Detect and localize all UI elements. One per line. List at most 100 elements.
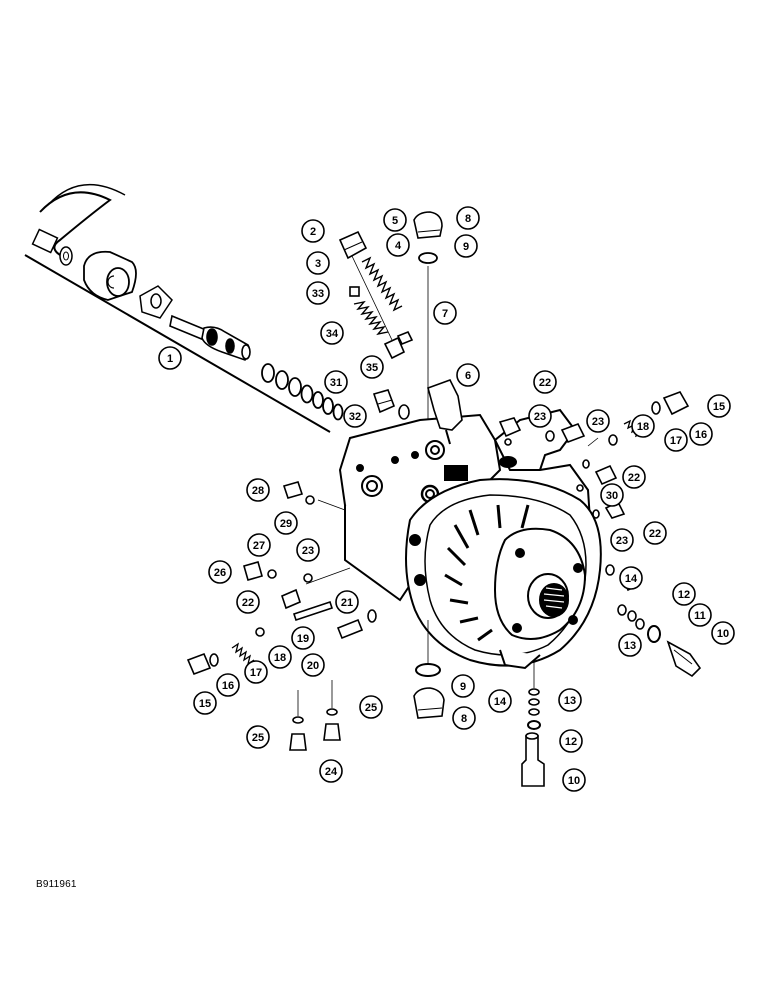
callout-circle xyxy=(707,394,731,418)
callout-number: 28 xyxy=(252,485,264,497)
callout-number: 26 xyxy=(214,567,226,579)
callout-16: 16 xyxy=(216,673,240,697)
callout-number: 13 xyxy=(564,695,576,707)
callout-circle xyxy=(386,233,410,257)
callout-number: 24 xyxy=(325,766,338,778)
callout-number: 15 xyxy=(199,698,211,710)
callout-circle xyxy=(452,706,476,730)
callout-23: 23 xyxy=(296,538,320,562)
callout-22: 22 xyxy=(622,465,646,489)
callout-number: 35 xyxy=(366,362,378,374)
callout-27: 27 xyxy=(247,533,271,557)
callout-circle xyxy=(296,538,320,562)
callout-number: 23 xyxy=(302,545,314,557)
callout-circle xyxy=(246,478,270,502)
callout-circle xyxy=(216,673,240,697)
callout-number: 15 xyxy=(713,401,725,413)
callout-circle xyxy=(600,483,624,507)
callout-circle xyxy=(456,206,480,230)
callout-circle xyxy=(335,590,359,614)
callout-number: 17 xyxy=(670,435,682,447)
callout-9: 9 xyxy=(454,234,478,258)
callout-23: 23 xyxy=(586,409,610,433)
callout-24: 24 xyxy=(319,759,343,783)
callout-number: 19 xyxy=(297,633,309,645)
callout-circle xyxy=(688,603,712,627)
callout-number: 5 xyxy=(392,215,398,227)
callout-number: 20 xyxy=(307,660,319,672)
callout-circle xyxy=(451,674,475,698)
callout-circle xyxy=(456,363,480,387)
callout-number: 25 xyxy=(252,732,264,744)
callout-circle xyxy=(244,660,268,684)
callout-number: 14 xyxy=(494,696,507,708)
figure-id-label: B911961 xyxy=(36,879,77,890)
callout-number: 30 xyxy=(606,490,618,502)
right-parts-drawing xyxy=(413,391,702,787)
callout-number: 31 xyxy=(330,377,342,389)
callout-17: 17 xyxy=(664,428,688,452)
callout-circle xyxy=(631,414,655,438)
callout-circle xyxy=(664,428,688,452)
callout-circle xyxy=(562,768,586,792)
callout-circle xyxy=(343,404,367,428)
callout-circle xyxy=(236,590,260,614)
callout-circle xyxy=(643,521,667,545)
callout-circle xyxy=(158,346,182,370)
callout-number: 10 xyxy=(717,628,729,640)
callout-number: 2 xyxy=(310,226,316,238)
callout-22: 22 xyxy=(533,370,557,394)
callout-number: 7 xyxy=(442,308,448,320)
callout-number: 21 xyxy=(341,597,353,609)
callout-circle xyxy=(610,528,634,552)
callout-23: 23 xyxy=(528,404,552,428)
callout-28: 28 xyxy=(246,478,270,502)
callout-circle xyxy=(301,219,325,243)
callout-circle xyxy=(622,465,646,489)
callout-circle xyxy=(246,725,270,749)
callout-circle xyxy=(193,691,217,715)
callout-number: 18 xyxy=(637,421,649,433)
pump-housing-drawing xyxy=(338,408,602,670)
callout-13: 13 xyxy=(558,688,582,712)
callout-number: 27 xyxy=(253,540,265,552)
callout-16: 16 xyxy=(689,422,713,446)
callout-circle xyxy=(689,422,713,446)
callout-number: 23 xyxy=(534,411,546,423)
callout-circle xyxy=(324,370,348,394)
callout-14: 14 xyxy=(619,566,643,590)
callout-3: 3 xyxy=(306,251,330,275)
callout-number: 22 xyxy=(628,472,640,484)
callout-25: 25 xyxy=(359,695,383,719)
callout-22: 22 xyxy=(643,521,667,545)
callout-14: 14 xyxy=(488,689,512,713)
callout-18: 18 xyxy=(631,414,655,438)
callout-20: 20 xyxy=(301,653,325,677)
callout-circle xyxy=(383,208,407,232)
callout-31: 31 xyxy=(324,370,348,394)
callout-circle xyxy=(320,321,344,345)
callout-number: 3 xyxy=(315,258,321,270)
callout-circle xyxy=(433,301,457,325)
callout-10: 10 xyxy=(711,621,735,645)
callout-23: 23 xyxy=(610,528,634,552)
callout-25: 25 xyxy=(246,725,270,749)
callout-number: 9 xyxy=(460,681,466,693)
callout-number: 16 xyxy=(695,429,707,441)
callout-number: 16 xyxy=(222,680,234,692)
callout-number: 13 xyxy=(624,640,636,652)
callout-circle xyxy=(454,234,478,258)
callout-number: 6 xyxy=(465,370,471,382)
callout-circle xyxy=(533,370,557,394)
callout-circle xyxy=(268,645,292,669)
callout-number: 25 xyxy=(365,702,377,714)
callout-10: 10 xyxy=(562,768,586,792)
callout-circle xyxy=(359,695,383,719)
callout-33: 33 xyxy=(306,281,330,305)
callout-circle xyxy=(618,633,642,657)
callout-circle xyxy=(559,729,583,753)
callout-number: 22 xyxy=(242,597,254,609)
callout-number: 17 xyxy=(250,667,262,679)
